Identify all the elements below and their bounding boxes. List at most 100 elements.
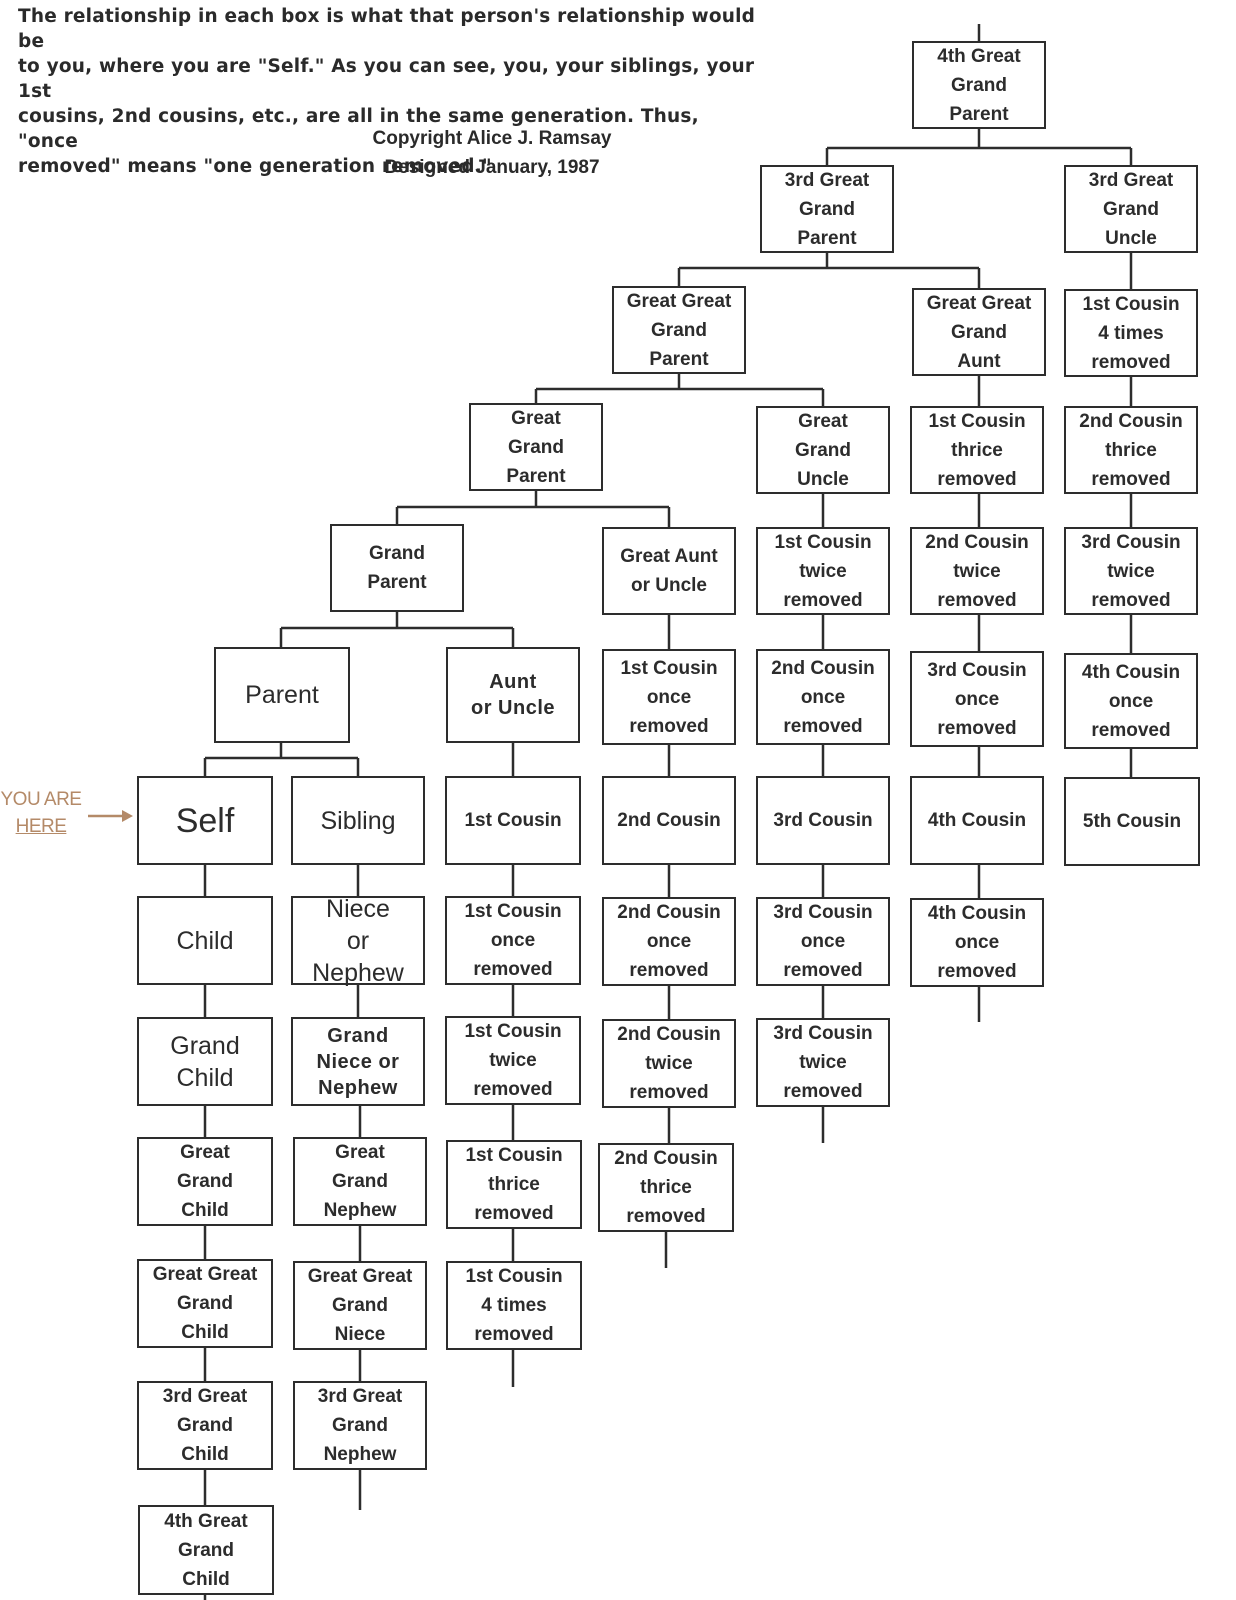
relation-box-label: Great [798, 410, 848, 432]
intro-line: The relationship in each box is what tha… [18, 6, 756, 52]
relation-box-label: Child [182, 1568, 230, 1590]
copyright-line: Copyright Alice J. Ramsay [372, 128, 612, 149]
relation-box-label: twice [953, 560, 1001, 582]
relation-box-label: removed [1091, 589, 1171, 611]
relation-box-label: removed [474, 1324, 554, 1345]
relation-box-label: Nephew [312, 958, 404, 987]
relation-box-label: twice [489, 1050, 537, 1071]
relation-box-c2: 2nd Cousin [602, 776, 736, 865]
intro-line: cousins, 2nd cousins, etc., are all in t… [18, 106, 699, 152]
intro-line: removed" means "one generation removed." [18, 156, 492, 177]
relation-box-c5: 5th Cousin [1064, 777, 1200, 866]
relation-box-label: 1st Cousin [465, 1145, 563, 1166]
relation-box-self: Self [137, 776, 273, 865]
relation-box-label: Child [176, 926, 234, 955]
relation-box-label: twice [799, 1052, 847, 1073]
relation-box-label: 3rd Cousin [927, 659, 1027, 681]
relation-box-label: once [490, 930, 536, 951]
relation-box-label: twice [1107, 560, 1155, 582]
relation-box-child: Child [137, 896, 273, 985]
relation-box-c1: 1st Cousin [445, 776, 581, 865]
relation-box-label: Grand [795, 439, 851, 461]
relation-box-label: Sibling [320, 806, 396, 835]
relation-box-label: thrice [951, 439, 1003, 461]
relation-box-label: 2nd Cousin [617, 1024, 721, 1045]
relation-box-label: Child [176, 1063, 234, 1092]
relation-box-label: Grand [332, 1171, 388, 1192]
relation-box-label: Grand [799, 198, 855, 220]
relation-box-label: twice [645, 1053, 693, 1074]
relation-box-label: 2nd Cousin [1079, 410, 1183, 432]
relation-box-label: Nephew [318, 1076, 398, 1099]
relation-box-label: or Uncle [470, 697, 556, 719]
relation-box-label: removed [1091, 468, 1171, 490]
relation-box-label: Grand [332, 1415, 388, 1436]
relation-box-label: Niece or [316, 1050, 400, 1073]
relation-box-label: removed [626, 1206, 706, 1227]
relation-box-label: Grand [951, 74, 1007, 96]
relation-box-label: Parent [245, 681, 319, 709]
relation-box-label: 1st Cousin [464, 901, 562, 922]
relation-box-label: or Uncle [630, 575, 708, 596]
relation-box-label: 2nd Cousin [614, 1148, 718, 1169]
relation-box-label: Grand [177, 1415, 233, 1436]
relation-box-label: once [646, 686, 692, 708]
relation-box-label: 3rd Cousin [773, 902, 873, 923]
relation-box-label: once [954, 932, 1000, 953]
relation-box-c3: 3rd Cousin [756, 776, 890, 865]
relation-box-label: thrice [488, 1174, 540, 1195]
relation-box-label: 2nd Cousin [617, 810, 721, 831]
relation-box-label: removed [629, 715, 709, 737]
relation-box-label: 1st Cousin [465, 1266, 563, 1287]
relation-box-label: Grand [508, 436, 564, 458]
relation-box-label: 1st Cousin [928, 410, 1026, 432]
relation-box-label: Self [175, 801, 235, 840]
relation-box-label: removed [783, 960, 863, 981]
arrow-right-icon [88, 810, 133, 822]
relation-box-label: removed [937, 468, 1017, 490]
relation-box-label: 4 times [1098, 322, 1164, 344]
relation-box-label: 5th Cousin [1082, 811, 1182, 832]
relation-box-label: 3rd Cousin [1081, 531, 1181, 553]
relation-box-label: Grand [178, 1539, 234, 1561]
relation-box-label: 3rd Great [317, 1386, 403, 1407]
relation-box-label: 4th Cousin [1081, 661, 1181, 683]
relation-box-label: removed [937, 589, 1017, 611]
relation-box-label: 3rd Great [1088, 169, 1174, 191]
relation-box-label: Parent [649, 348, 709, 370]
relation-box-label: 1st Cousin [774, 531, 872, 553]
intro-line: to you, where you are "Self." As you can… [18, 56, 755, 102]
relation-box-label: 3rd Great [162, 1386, 248, 1407]
relation-box-label: 3rd Cousin [773, 810, 873, 831]
design-date-line: Designed January, 1987 [384, 157, 600, 178]
relation-box-label: Parent [797, 227, 857, 249]
relation-box-label: Great Great [152, 1264, 258, 1285]
relation-box-c1-1x-up: 1st Cousin once removed [602, 649, 736, 745]
relation-box-sibling: Sibling [291, 776, 425, 865]
relation-box-label: removed [937, 961, 1017, 982]
relation-box-label: Aunt [957, 350, 1001, 372]
relation-box-label: Parent [367, 572, 427, 593]
relation-box-label: Grand [332, 1295, 388, 1316]
relation-box-label: 1st Cousin [620, 657, 718, 679]
relation-box-label: Great [335, 1142, 385, 1163]
relation-box-label: Niece [326, 894, 390, 923]
relation-box-label: once [954, 688, 1000, 710]
